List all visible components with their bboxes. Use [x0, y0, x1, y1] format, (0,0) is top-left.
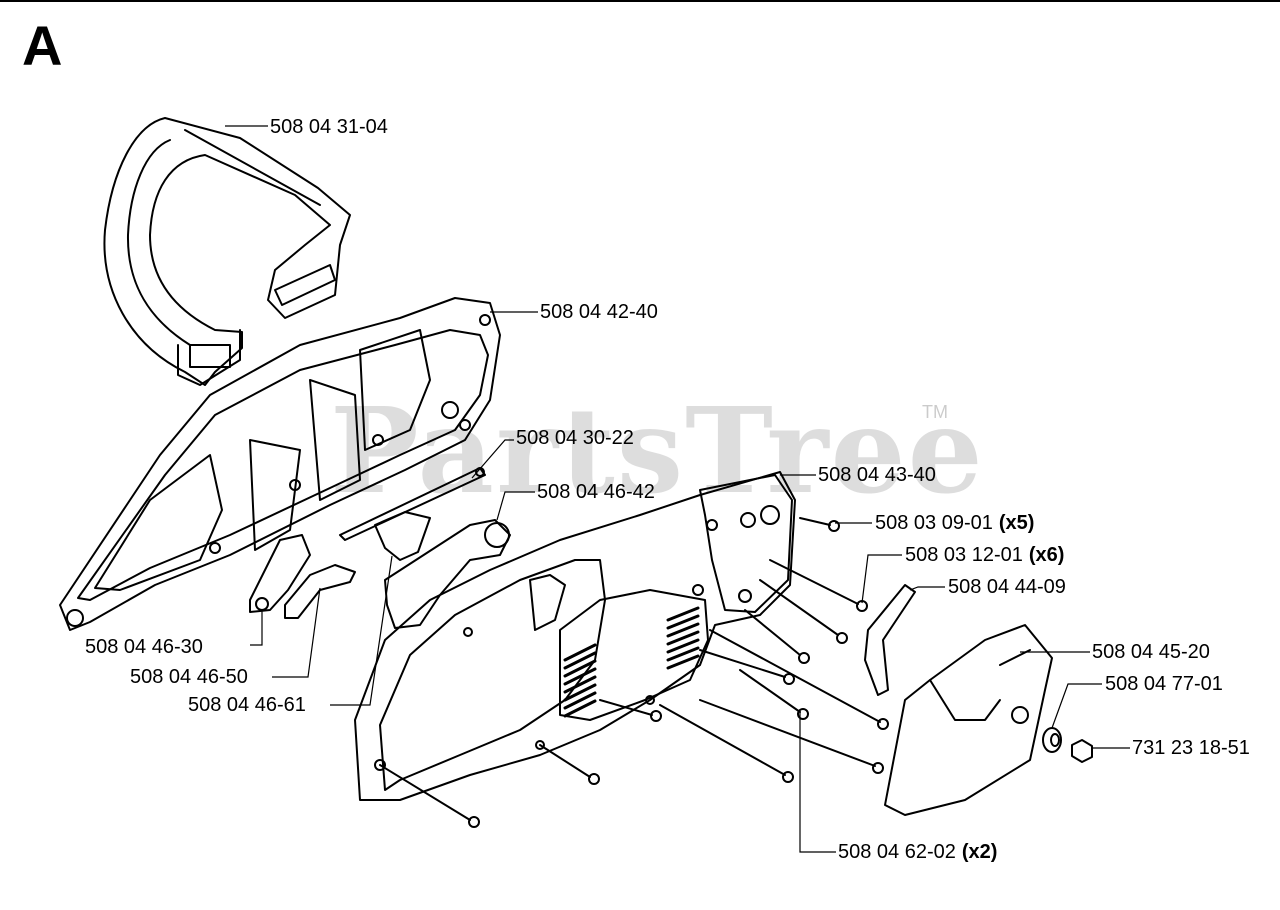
part-label-spring: 508 04 30-22	[516, 427, 634, 449]
brake-lever-drawing	[374, 511, 511, 629]
part-number: 508 03 12-01	[905, 544, 1023, 566]
part-label-plate: 508 04 44-09	[948, 576, 1066, 598]
leader-lines	[225, 125, 1130, 853]
side-cover-drawing	[884, 624, 1053, 816]
part-number: 508 04 46-30	[85, 636, 203, 658]
part-label-knob: 508 04 46-30	[85, 636, 203, 658]
part-quantity: (x2)	[961, 841, 998, 863]
part-label-cover-outer: 508 04 43-40	[818, 464, 936, 486]
part-label-clutch-cover-inner: 508 04 42-40	[540, 301, 658, 323]
cover-outer-drawing	[354, 471, 796, 801]
part-label-brake-lever: 508 04 46-42	[537, 481, 655, 503]
part-label-screw-6: 508 03 12-01(x6)	[905, 544, 1064, 566]
knob-latch-drawing	[249, 534, 356, 619]
part-label-screw-5: 508 03 09-01(x5)	[875, 512, 1034, 534]
plate-drawing	[864, 584, 916, 696]
part-number: 508 04 42-40	[540, 301, 658, 323]
part-number: 508 04 46-42	[537, 481, 655, 503]
part-number: 508 04 62-02	[838, 841, 956, 863]
part-label-front-handle: 508 04 31-04	[270, 116, 388, 138]
watermark-trademark: TM	[922, 402, 948, 422]
part-number: 508 04 46-50	[130, 666, 248, 688]
part-number: 731 23 18-51	[1132, 737, 1250, 759]
part-quantity: (x6)	[1028, 544, 1065, 566]
washer-nut-drawing	[1042, 727, 1093, 763]
section-letter: A	[22, 14, 63, 77]
part-number: 508 04 77-01	[1105, 673, 1223, 695]
part-label-long-screw: 508 04 62-02(x2)	[838, 841, 997, 863]
top-border-rule	[0, 0, 1280, 2]
part-quantity: (x5)	[998, 512, 1035, 534]
part-number: 508 04 44-09	[948, 576, 1066, 598]
part-number: 508 04 31-04	[270, 116, 388, 138]
part-label-side-cover: 508 04 45-20	[1092, 641, 1210, 663]
front-handle-drawing	[103, 117, 351, 386]
part-number: 508 04 43-40	[818, 464, 936, 486]
part-label-washer: 508 04 77-01	[1105, 673, 1223, 695]
part-number: 508 04 45-20	[1092, 641, 1210, 663]
watermark: PartsTree	[330, 381, 985, 520]
part-label-latch: 508 04 46-50	[130, 666, 248, 688]
part-number: 508 03 09-01	[875, 512, 993, 534]
part-number: 508 04 46-61	[188, 694, 306, 716]
part-number: 508 04 30-22	[516, 427, 634, 449]
part-label-lever-bracket: 508 04 46-61	[188, 694, 306, 716]
clutch-cover-inner-drawing	[59, 297, 501, 631]
part-label-nut: 731 23 18-51	[1132, 737, 1250, 759]
